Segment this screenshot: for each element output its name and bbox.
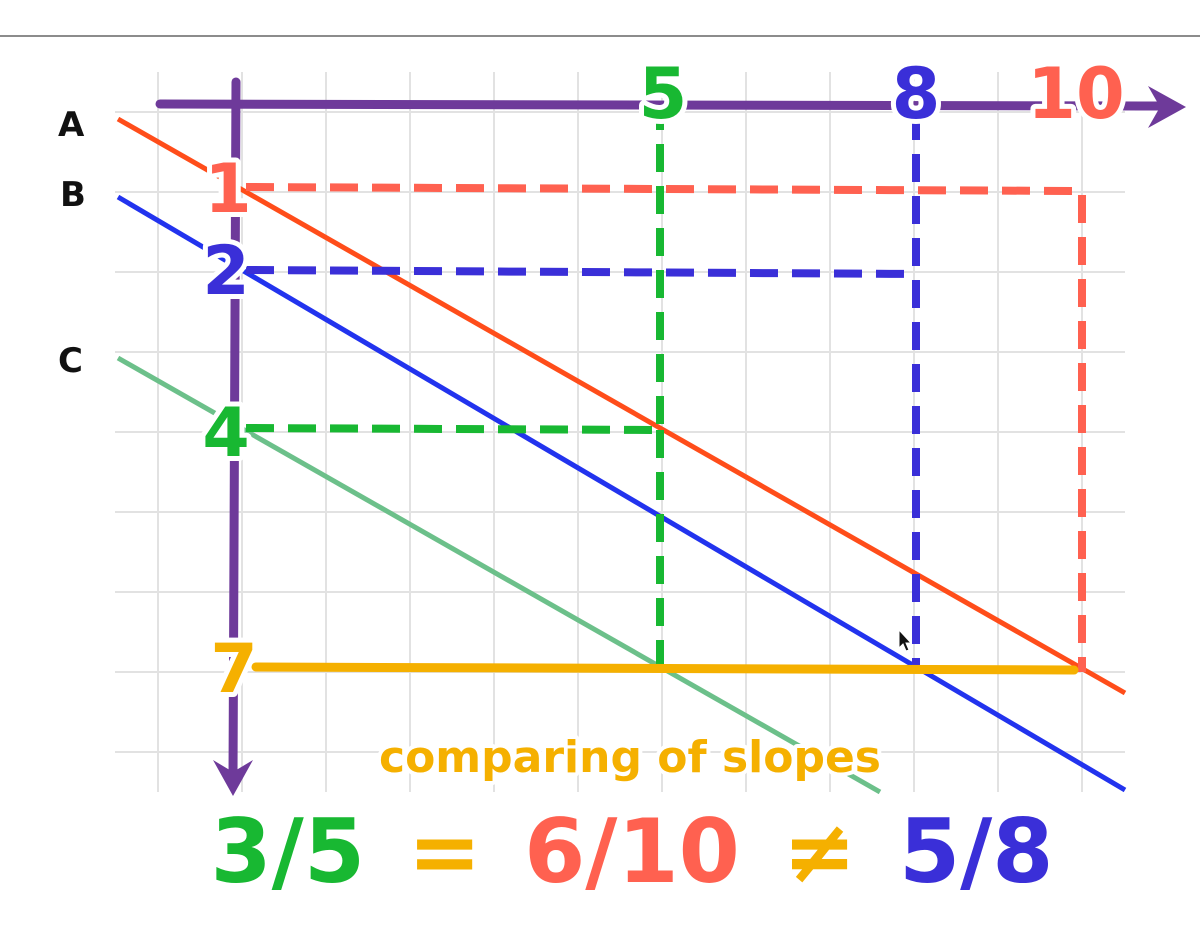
line-a: [116, 116, 1127, 696]
x-label-8: 8: [892, 53, 941, 135]
horizontal-axis: [155, 86, 1186, 128]
vertical-axis: [213, 77, 253, 796]
y-label-4: 4: [202, 394, 249, 473]
yellow-line-7: [251, 662, 1079, 675]
red-guides: [245, 183, 1086, 672]
green-guides: [245, 112, 664, 668]
x-label-10: 10: [1027, 53, 1124, 135]
y-label-1: 1: [204, 150, 251, 229]
caption: comparing of slopes: [379, 732, 881, 783]
equation-equals: =: [408, 800, 482, 903]
line-c: [116, 355, 882, 795]
y-label-2: 2: [202, 232, 249, 311]
x-label-5: 5: [639, 53, 688, 135]
axis-arrow-down-icon: [213, 760, 253, 796]
equation-ratio-blue: 5/8: [899, 800, 1054, 903]
line-b: [116, 194, 1127, 793]
axis-arrow-right-icon: [1148, 86, 1186, 128]
equation-ratio-red: 6/10: [524, 800, 740, 903]
mouse-cursor-icon: [898, 628, 913, 652]
line-label-a: A: [58, 105, 85, 145]
line-label-c: C: [58, 341, 83, 381]
equation-not-equal: ≠: [783, 800, 857, 903]
equation: 3/5 = 6/10 ≠ 5/8: [210, 800, 1053, 903]
line-label-b: B: [60, 175, 86, 215]
blue-guides: [245, 112, 920, 672]
y-label-7: 7: [210, 630, 257, 709]
equation-ratio-green: 3/5: [210, 800, 365, 903]
